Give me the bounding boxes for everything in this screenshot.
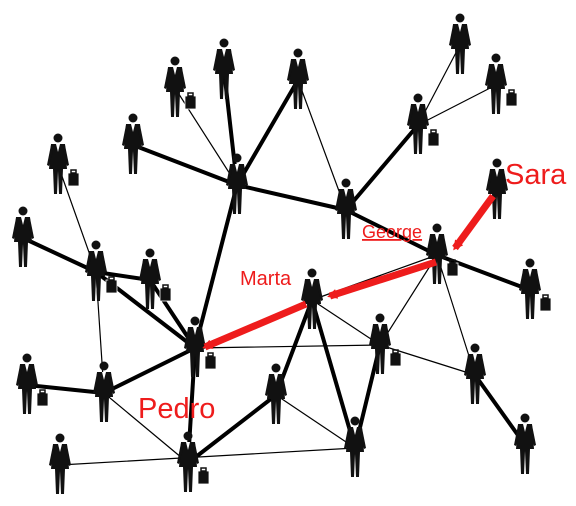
highlight-arrow [327,258,438,300]
edge-strong [344,208,439,257]
edge-weak [275,394,356,449]
edge-strong [193,183,239,350]
edge-strong [21,236,98,274]
highlight-arrow [202,300,308,351]
person-figure [344,416,366,477]
person-figure [139,248,172,309]
highlight-arrow [452,193,496,251]
person-figure [164,56,197,117]
person-figure [184,316,217,377]
person-figure [519,258,552,319]
person-figure [16,353,49,414]
person-figure [485,53,518,114]
edge-weak [311,299,381,346]
edge-strong [344,123,420,212]
label-marta: Marta [240,268,292,290]
person-figure [514,413,536,474]
person-figure [464,343,486,404]
label-sara: Sara [505,159,567,191]
edge-weak [379,254,438,346]
edge-strong [186,393,278,465]
person-figure [265,363,287,424]
edge-strong [235,183,348,212]
person-figure [407,93,440,154]
edge-weak [417,84,497,126]
person-figure [226,153,248,214]
highlight-arrows [202,193,496,351]
person-figure [93,361,115,422]
person-figure [449,13,471,74]
person-figure [369,313,402,374]
person-figure [177,431,210,492]
edge-weak [297,79,347,211]
label-george: George [362,222,422,242]
edge-strong [310,298,357,450]
edge-weak [59,447,356,466]
label-pedro: Pedro [138,393,215,425]
network-people [12,13,552,494]
person-figure [122,113,144,174]
edge-strong [131,143,239,187]
edge-weak [194,344,381,349]
person-figure [49,433,71,494]
person-figure [335,178,357,239]
person-figure [12,206,34,267]
person-figure [301,268,323,329]
person-figure [426,223,459,284]
person-figure [486,158,508,219]
person-figure [85,240,118,301]
person-figure [213,38,235,99]
person-figure [287,48,309,109]
edge-strong [435,253,532,292]
edge-strong [102,346,197,395]
edge-strong [235,78,300,187]
person-figure [47,133,80,194]
edge-strong [25,383,106,395]
edge-weak [103,392,189,464]
